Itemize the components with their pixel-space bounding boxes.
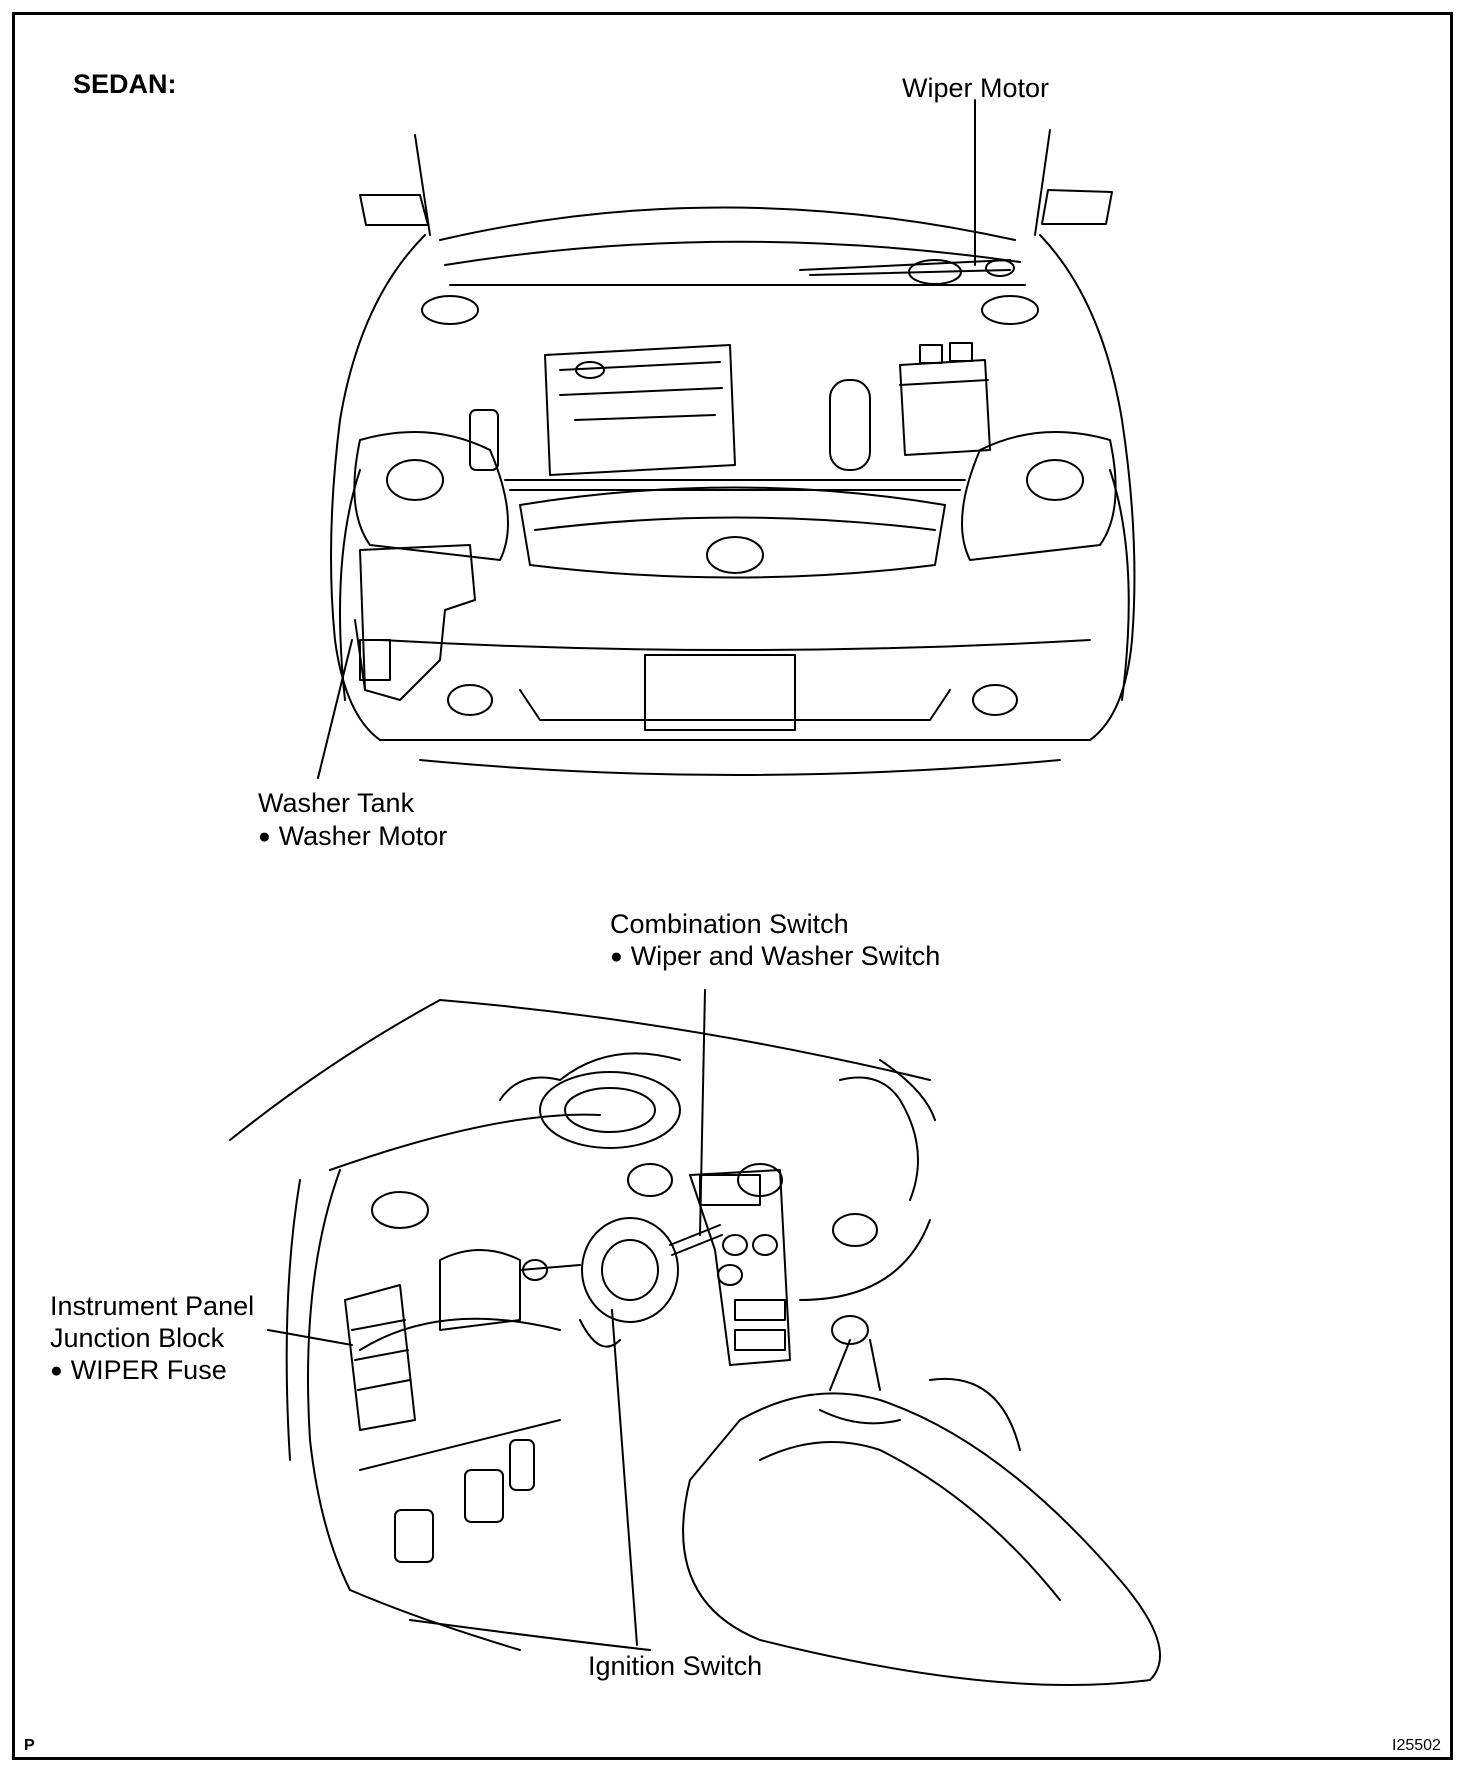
label-washer-tank: Washer Tank [258,788,415,818]
label-washer-motor-text: Washer Motor [278,821,448,851]
leader-ip-junction-block [267,1329,353,1346]
label-combination-switch: Combination Switch [610,909,849,939]
bullet-icon [258,821,279,851]
car-front-illustration [330,129,1136,776]
diagram-frame [12,12,1453,1760]
label-wiper-washer-switch: Wiper and Washer Switch [610,940,940,973]
bullet-icon [610,941,631,971]
label-wiper-fuse-text: WIPER Fuse [70,1355,227,1385]
figure-id: I25502 [1392,1737,1441,1754]
leader-lines [267,99,976,1646]
label-ip-junction-block-line1: Instrument Panel [50,1291,255,1321]
page-title: SEDAN: [73,69,177,99]
label-wiper-washer-switch-text: Wiper and Washer Switch [630,941,941,971]
leader-combination-switch [699,989,706,1236]
label-wiper-fuse: WIPER Fuse [50,1354,227,1387]
label-ignition-switch: Ignition Switch [588,1651,763,1681]
dashboard-illustration [229,999,1161,1686]
label-washer-motor: Washer Motor [258,820,447,853]
leader-ignition-switch [611,1309,638,1646]
label-ip-junction-block-line2: Junction Block [50,1323,225,1353]
leader-washer-tank [317,639,353,779]
footer-code: P [24,1737,35,1754]
bullet-icon [50,1355,71,1385]
label-wiper-motor: Wiper Motor [902,73,1050,103]
